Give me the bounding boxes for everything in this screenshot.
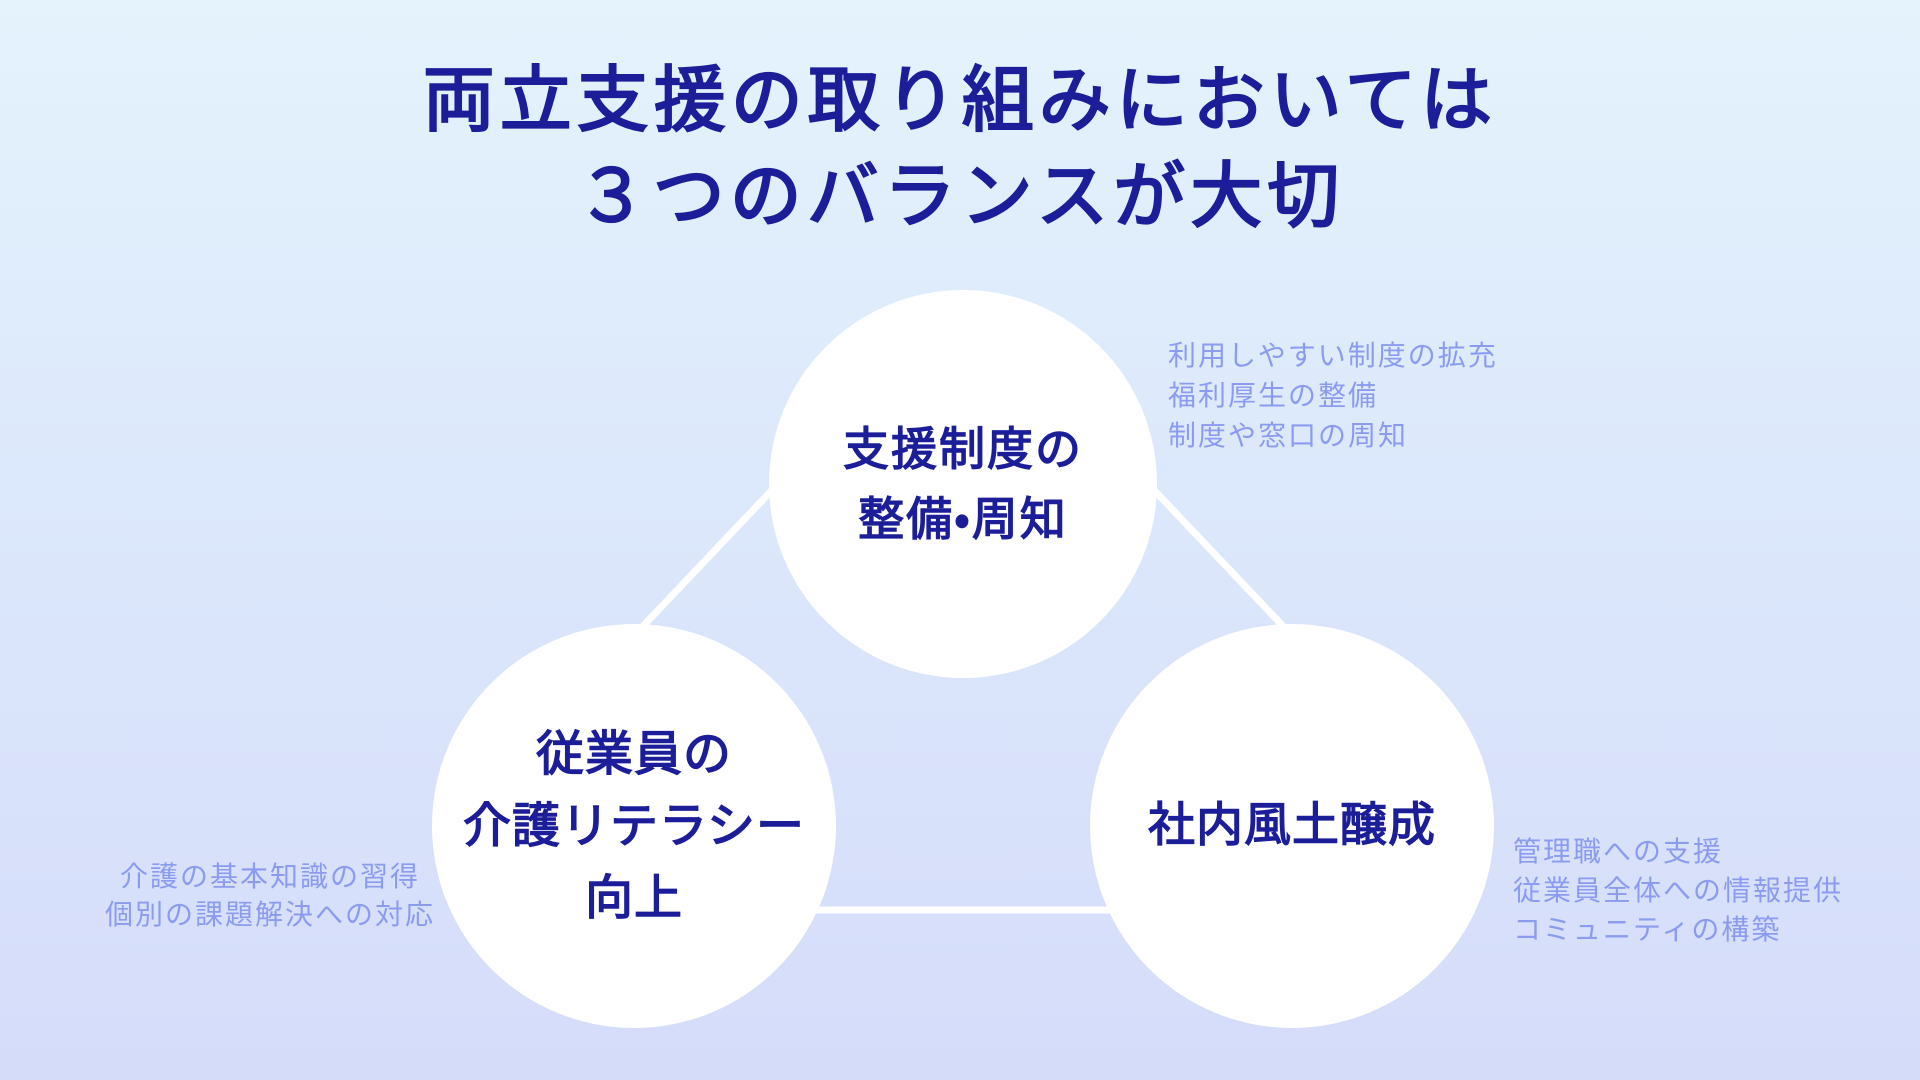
annotation-care-literacy-detail-1: 介護の基本知識の習得 (119, 860, 420, 893)
circle-care-literacy-label: 従業員の 介護リテラシー 向上 (463, 718, 805, 934)
circle-support-system-label: 支援制度の 整備・周知 (843, 414, 1083, 554)
circle-care-literacy-label-line-2: 介護リテラシー (462, 798, 806, 854)
circle-support-system: 支援制度の 整備・周知 (769, 290, 1157, 678)
circle-company-culture: 社内風土醸成 (1090, 624, 1494, 1028)
annotation-support-system-detail-2: 福利厚生の整備 (1168, 379, 1379, 412)
annotation-care-literacy-detail-2: 個別の課題解決への対応 (104, 898, 435, 931)
circle-company-culture-label-line-1: 社内風土醸成 (1148, 798, 1436, 853)
circle-support-system-label-line-2: 整備・周知 (858, 492, 1068, 546)
title-line-1: 両立支援の取り組みにおいては (422, 58, 1498, 142)
annotation-care-literacy-details: 介護の基本知識の習得 個別の課題解決への対応 (55, 858, 485, 934)
circle-care-literacy-label-line-1: 従業員の (535, 726, 732, 782)
circle-care-literacy: 従業員の 介護リテラシー 向上 (432, 624, 836, 1028)
page-title: 両立支援の取り組みにおいては ３つのバランスが大切 (0, 52, 1920, 244)
title-line-2: ３つのバランスが大切 (575, 154, 1345, 238)
annotation-company-culture-detail-1: 管理職への支援 (1513, 835, 1724, 868)
circle-support-system-label-line-1: 支援制度の (843, 422, 1083, 476)
circle-company-culture-label: 社内風土醸成 (1148, 791, 1436, 861)
annotation-company-culture-detail-3: コミュニティの構築 (1513, 913, 1782, 946)
annotation-support-system-detail-1: 利用しやすい制度の拡充 (1168, 339, 1498, 372)
annotation-company-culture-details: 管理職への支援 従業員全体への情報提供 コミュニティの構築 (1513, 832, 1843, 949)
annotation-company-culture-detail-2: 従業員全体への情報提供 (1513, 874, 1844, 907)
annotation-support-system-detail-3: 制度や窓口の周知 (1168, 419, 1409, 452)
annotation-support-system-details: 利用しやすい制度の拡充 福利厚生の整備 制度や窓口の周知 (1168, 336, 1498, 456)
circle-care-literacy-label-line-3: 向上 (584, 870, 683, 926)
